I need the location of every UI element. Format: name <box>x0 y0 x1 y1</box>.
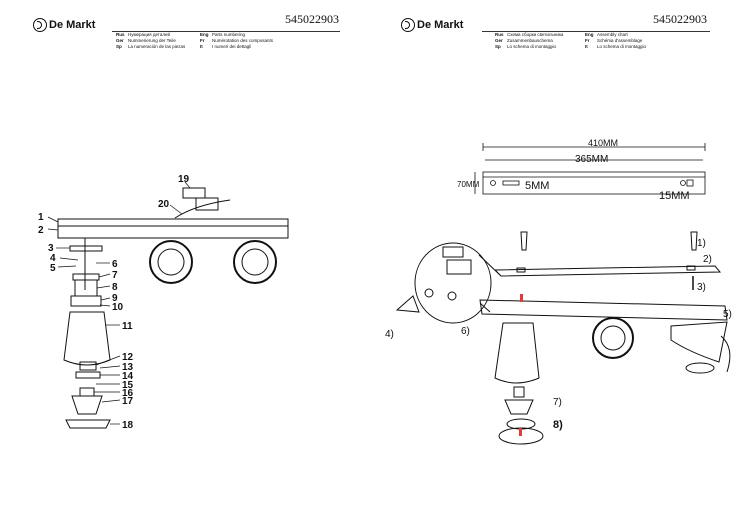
red-arrows <box>519 294 523 436</box>
spot-ring-1 <box>149 240 193 284</box>
step-3: 3) <box>697 282 706 293</box>
holder-9 <box>70 295 102 307</box>
header-divider <box>112 31 340 32</box>
step-6: 6) <box>461 326 470 337</box>
dim-height: 70MM <box>457 180 480 189</box>
part-label-8: 8 <box>112 282 118 293</box>
terminal-block <box>182 187 206 199</box>
fixture-profile <box>482 171 706 195</box>
base-body <box>57 225 289 239</box>
spot-inner <box>600 325 626 351</box>
part-label-1: 1 <box>38 212 44 223</box>
lamp-shade <box>63 311 111 366</box>
tilt-arrow <box>720 335 731 373</box>
exploded-parts-diagram: 1 2 3 4 5 6 7 8 9 10 11 12 13 14 15 16 1… <box>38 174 289 431</box>
wall-anchor-right <box>690 231 698 251</box>
brand-logo: De Markt <box>33 18 95 32</box>
step-5: 5) <box>723 309 732 320</box>
assembly-diagram: 410MM 365MM 70MM 5MM 15MM <box>385 138 732 445</box>
step-1: 1) <box>697 238 706 249</box>
gu10-bulb <box>504 399 534 415</box>
rotate-arrow <box>685 362 715 374</box>
part-label-14: 14 <box>122 371 134 382</box>
part-label-11: 11 <box>122 321 133 332</box>
front-ring <box>65 419 111 429</box>
brand-logo-icon <box>401 18 415 32</box>
part-label-13: 13 <box>122 362 134 373</box>
part-label-2: 2 <box>38 225 44 236</box>
spot-shade-3 <box>670 321 728 363</box>
dim-inner: 365MM <box>575 154 608 165</box>
mounting-bar <box>493 265 722 277</box>
bulb-pins <box>79 387 95 397</box>
step-7: 7) <box>553 397 562 408</box>
spot-inner-1 <box>157 248 185 276</box>
warning-triangle <box>395 295 420 313</box>
dim-depth: 15MM <box>659 190 690 202</box>
part-label-3: 3 <box>48 243 54 254</box>
spot-shade-1 <box>494 322 540 384</box>
brand-name: De Markt <box>49 19 96 31</box>
part-label-18: 18 <box>122 420 134 431</box>
spot-ring-2 <box>233 240 277 284</box>
part-label-5: 5 <box>50 263 56 274</box>
dim-gap: 5MM <box>525 180 549 192</box>
base-plate <box>57 218 289 227</box>
part-label-7: 7 <box>112 270 118 281</box>
brand-logo: De Markt <box>401 18 463 32</box>
fixture-body <box>479 299 728 321</box>
part-label-16: 16 <box>122 388 134 399</box>
part-label-6: 6 <box>112 259 118 270</box>
part-label-20: 20 <box>158 199 170 210</box>
product-code: 545022903 <box>653 12 707 26</box>
part-label-17: 17 <box>122 396 134 407</box>
spot-inner-2 <box>241 248 269 276</box>
wire <box>174 199 231 219</box>
dimension-drawing <box>474 143 706 195</box>
step-2: 2) <box>703 254 712 265</box>
bulb-pins <box>513 386 525 398</box>
part-label-15: 15 <box>122 380 134 391</box>
part-label-19: 19 <box>178 174 190 185</box>
mount-plate <box>69 245 103 252</box>
socket-12 <box>79 361 97 371</box>
dim-length: 410MM <box>588 138 618 148</box>
detail-magnifier <box>414 242 492 324</box>
housing-8 <box>74 279 98 297</box>
part-label-12: 12 <box>122 352 134 363</box>
connector-block <box>195 197 219 211</box>
step-4: 4) <box>385 329 394 340</box>
ring-7 <box>72 273 100 281</box>
part-label-10: 10 <box>112 302 124 313</box>
brand-logo-icon <box>33 18 47 32</box>
step-8: 8) <box>553 419 563 431</box>
product-code: 545022903 <box>285 12 339 26</box>
ring-14 <box>75 371 101 379</box>
header-divider <box>482 31 710 32</box>
brand-name: De Markt <box>417 19 464 31</box>
wall-anchor-left <box>520 231 528 251</box>
gu10-bulb <box>71 395 103 415</box>
spot-ring <box>592 317 634 359</box>
part-label-4: 4 <box>50 253 56 264</box>
part-label-9: 9 <box>112 293 118 304</box>
